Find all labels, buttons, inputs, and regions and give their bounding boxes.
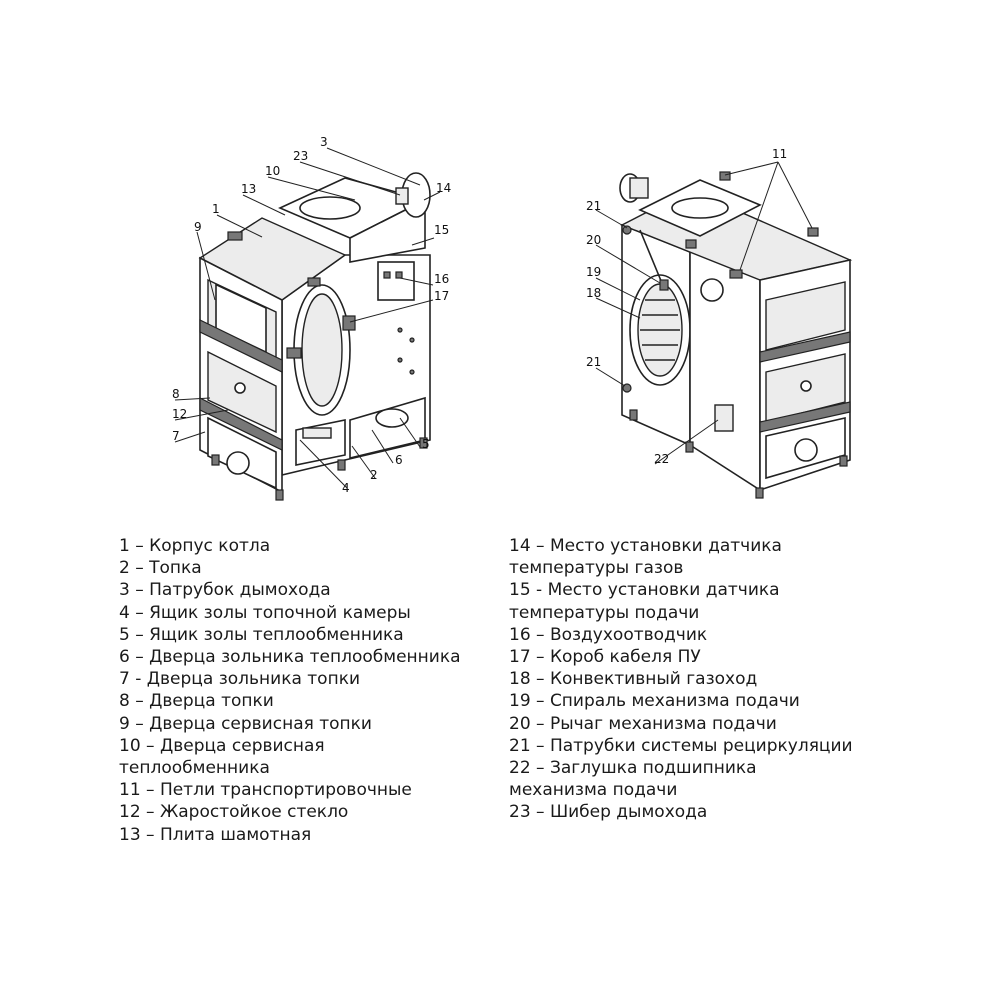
back-view-callouts: 11 21 20 19 18 21 22 (586, 147, 787, 466)
legend-item: 21 – Патрубки системы рециркуляции (509, 735, 853, 756)
callout-22: 22 (654, 452, 669, 466)
callout-20: 20 (586, 233, 601, 247)
callout-16: 16 (434, 272, 449, 286)
legend-item: температуры подачи (509, 602, 700, 623)
callout-8: 8 (172, 387, 180, 401)
callout-21-top: 21 (586, 199, 601, 213)
boiler-back-view (619, 171, 853, 499)
callout-12: 12 (172, 407, 187, 421)
callout-23: 23 (293, 149, 308, 163)
callout-6: 6 (395, 453, 403, 467)
callout-3: 3 (320, 135, 328, 149)
legend-item: 2 – Топка (119, 558, 202, 579)
legend-item: 19 – Спираль механизма подачи (509, 691, 800, 712)
callout-19: 19 (586, 265, 601, 279)
callout-17: 17 (434, 289, 449, 303)
legend-item: 15 - Место установки датчика (509, 580, 780, 601)
callout-2: 2 (370, 468, 378, 482)
legend-item: механизма подачи (509, 780, 678, 801)
legend-left: 1 – Корпус котла 2 – Топка 3 – Патрубок … (119, 535, 509, 846)
legend-item: 20 – Рычаг механизма подачи (509, 713, 777, 734)
legend-item: 17 – Короб кабеля ПУ (509, 647, 701, 668)
legend-item: 3 – Патрубок дымохода (119, 580, 331, 601)
legend-item: 4 – Ящик золы топочной камеры (119, 602, 411, 623)
legend-item: 18 – Конвективный газоход (509, 669, 758, 690)
legend-item: 12 – Жаростойкое стекло (119, 802, 349, 823)
legend-item: 23 – Шибер дымохода (509, 802, 708, 823)
legend-item: 7 - Дверца зольника топки (119, 669, 361, 690)
callout-21-bottom: 21 (586, 355, 601, 369)
legend-item: 1 – Корпус котла (119, 536, 271, 556)
legend-item: 14 – Место установки датчика (509, 536, 782, 556)
legend-item: 5 – Ящик золы теплообменника (119, 624, 404, 645)
callout-1: 1 (212, 202, 220, 216)
legend-item: 16 – Воздухоотводчик (509, 624, 708, 645)
callout-4: 4 (342, 481, 350, 495)
legend-item: 22 – Заглушка подшипника (509, 758, 757, 779)
boiler-diagram: 3 23 10 13 1 9 14 15 16 17 8 12 7 4 2 6 … (172, 135, 853, 501)
callout-15: 15 (434, 223, 449, 237)
front-view-callouts: 3 23 10 13 1 9 14 15 16 17 8 12 7 4 2 6 … (172, 135, 451, 495)
callout-14: 14 (436, 181, 451, 195)
legend-item: 8 – Дверца топки (119, 691, 274, 712)
legend-item: 10 – Дверца сервисная (119, 735, 325, 756)
callout-7: 7 (172, 429, 180, 443)
callout-13: 13 (241, 182, 256, 196)
legend-item: 6 – Дверца зольника теплообменника (119, 647, 461, 668)
legend-item: 11 – Петли транспортировочные (119, 780, 412, 801)
callout-5: 5 (422, 437, 430, 451)
legend-item: 13 – Плита шамотная (119, 824, 312, 845)
legend-item: 9 – Дверца сервисная топки (119, 713, 372, 734)
callout-11: 11 (772, 147, 787, 161)
callout-9: 9 (194, 220, 202, 234)
legend-item: теплообменника (119, 758, 270, 779)
legend-right: 14 – Место установки датчика температуры… (509, 535, 989, 824)
legend-item: температуры газов (509, 558, 684, 579)
callout-10: 10 (265, 164, 280, 178)
boiler-front-view (198, 172, 431, 501)
callout-18: 18 (586, 286, 601, 300)
back-view-leaders (595, 161, 813, 465)
front-view-leaders (174, 147, 441, 489)
